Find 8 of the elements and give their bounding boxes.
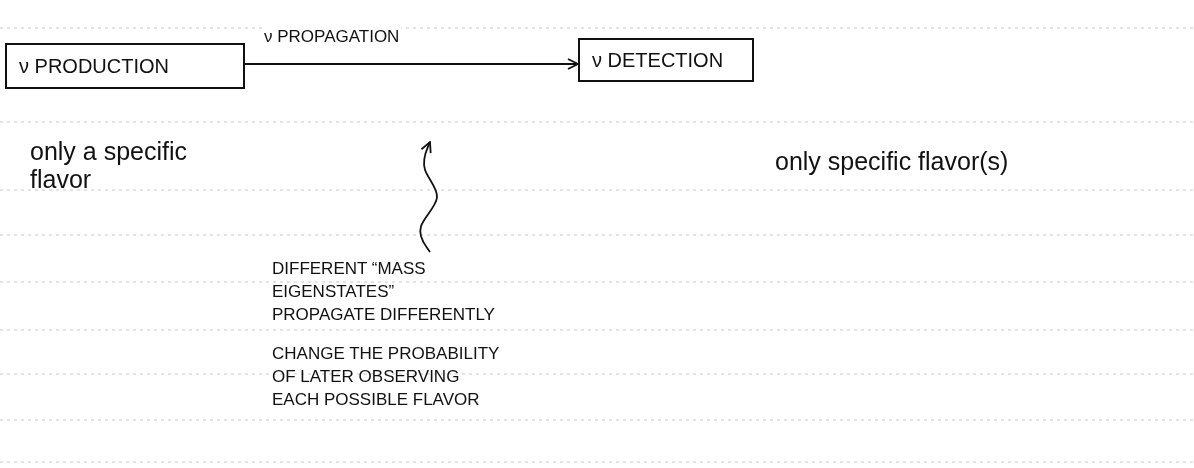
note-text: DIFFERENT “MASS EIGENSTATES” PROPAGATE DIFFERENTLY bbox=[272, 258, 496, 326]
note-text: CHANGE THE PROBABILITY OF LATER OBSERVING EACH POSSIBLE FLAVOR bbox=[272, 342, 501, 411]
caption-text: only specific flavor(s) bbox=[775, 148, 1010, 176]
arrow bbox=[244, 58, 579, 70]
caption-text: only a specific flavor bbox=[30, 138, 189, 193]
process-box: ν DETECTION bbox=[578, 38, 754, 82]
wavy-arrow bbox=[419, 141, 438, 253]
process-box: ν PRODUCTION bbox=[5, 43, 245, 89]
